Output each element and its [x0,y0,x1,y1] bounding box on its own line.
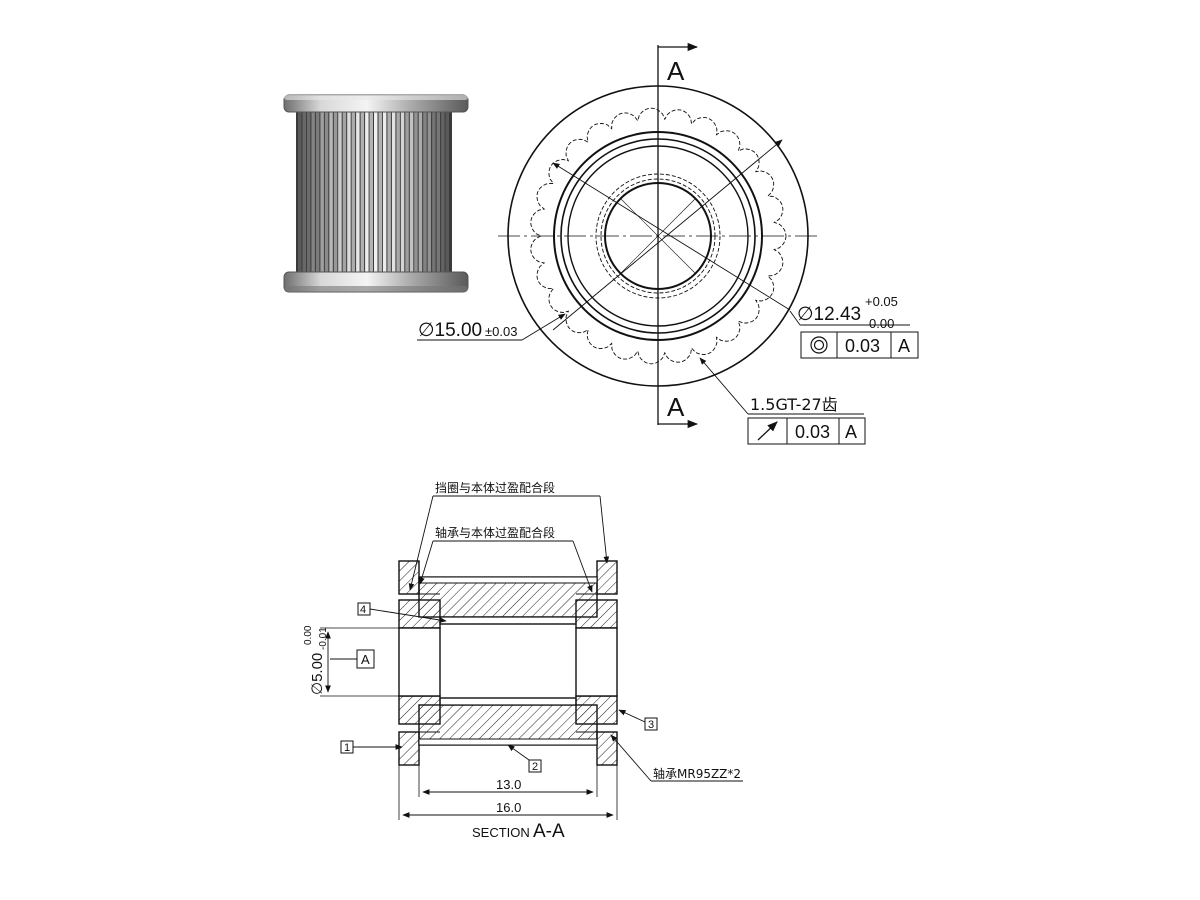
tooth-stripe [338,110,342,274]
pulley-render [283,94,469,293]
bore-circle-outer [553,131,763,341]
tooth-stripe [432,110,436,274]
body-bottom-wall [418,704,598,746]
tooth-stripe [400,110,405,274]
tooth-stripe [306,110,311,274]
tooth-stripe [396,110,400,274]
body-top-wall [418,576,598,618]
section-caption-suffix: A-A [533,821,565,842]
tooth-stripe [418,110,423,274]
tooth-stripe [342,110,347,274]
bearing-note: 轴承MR95ZZ*2 [653,766,741,781]
shaft-diameter-tol-upper: 0.00 [303,625,314,645]
concentricity-frame: 0.03 A [800,331,919,359]
tooth-stripe [414,110,418,274]
tooth-stripe [298,110,302,274]
right-bearing-top [575,599,618,629]
tooth-stripe [378,110,382,274]
flange-outer-circle [507,85,809,387]
balloon-3 [644,717,658,731]
balloon-3-label: 3 [648,719,654,731]
tooth-stripe [409,110,414,274]
runout-arrow-icon [757,421,778,441]
tooth-stripe [441,110,445,274]
right-top-flange [596,560,618,595]
concentricity-datum: A [898,336,910,356]
tooth-stripe [329,110,333,274]
balloon-2-label: 2 [532,761,538,773]
right-bearing-bottom [575,695,618,725]
tooth-stripe [302,110,306,274]
tooth-profile [530,107,787,365]
balloon-2 [528,759,542,773]
balloon-4-label: 4 [360,604,366,616]
tooth-stripe [333,110,338,274]
section-mark-top: A [667,56,685,86]
shaft-diameter-tol-lower: -0.01 [318,627,329,650]
note-bearing-fit: 轴承与本体过盈配合段 [435,525,555,540]
datum-a-box [356,649,375,669]
bearing-outer-circle [567,145,749,327]
tooth-stripe [360,110,365,274]
section-mark-bottom: A [667,392,685,422]
left-bearing-bottom [398,695,441,725]
tooth-stripe [423,110,427,274]
tooth-stripe [351,110,356,274]
tooth-stripe [436,110,441,274]
tooth-stripe [320,110,324,274]
tooth-stripe [382,110,387,274]
left-bearing-top [398,599,441,629]
shaft-diameter-value: ∅5.00 [309,653,326,695]
dim-overall: 16.0 [496,800,521,815]
outer-diameter-tol: ±0.03 [485,324,517,339]
pulley-teeth [298,110,449,274]
note-flange-fit: 挡圈与本体过盈配合段 [435,480,555,495]
tooth-stripe [315,110,320,274]
bore-diameter-tol-lower: 0.00 [869,316,894,331]
left-bottom-flange [398,731,420,766]
tooth-stripe [427,110,432,274]
tooth-stripe [369,110,373,274]
runout-value: 0.03 [795,422,830,442]
tooth-stripe [347,110,351,274]
right-bottom-flange [596,731,618,766]
outer-diameter-value: ∅15.00 [418,320,482,341]
bearing-hidden-1 [595,173,721,299]
bearing-hidden-2 [600,178,716,294]
tooth-stripe [445,110,449,274]
tooth-stripe [365,110,369,274]
tooth-stripe [356,110,360,274]
section-view: 挡圈与本体过盈配合段 轴承与本体过盈配合段 4 ∅5.00 0.00 -0.01… [303,480,743,842]
runout-frame: 0.03 A [747,417,866,445]
tooth-stripe [324,110,329,274]
front-view: A A ∅12.43 +0.05 0.00 0.03 A [417,42,919,445]
bore-circle-inner [560,138,756,334]
dim-inner: 13.0 [496,777,521,792]
concentricity-value: 0.03 [845,336,880,356]
tooth-stripe [405,110,409,274]
tooth-stripe [387,110,391,274]
tooth-stripe [391,110,396,274]
bore-diameter-value: ∅12.43 [797,304,861,325]
balloon-1-label: 1 [344,742,350,754]
tooth-stripe [311,110,315,274]
concentricity-icon [810,336,828,354]
section-caption-prefix: SECTION [472,825,530,840]
bore-diameter-tol-upper: +0.05 [865,294,898,309]
tooth-note: 1.5GT-27齿 [750,395,838,414]
runout-datum: A [845,422,857,442]
shaft-circle [604,182,712,290]
datum-a-label: A [361,652,370,667]
tooth-stripe [374,110,378,274]
